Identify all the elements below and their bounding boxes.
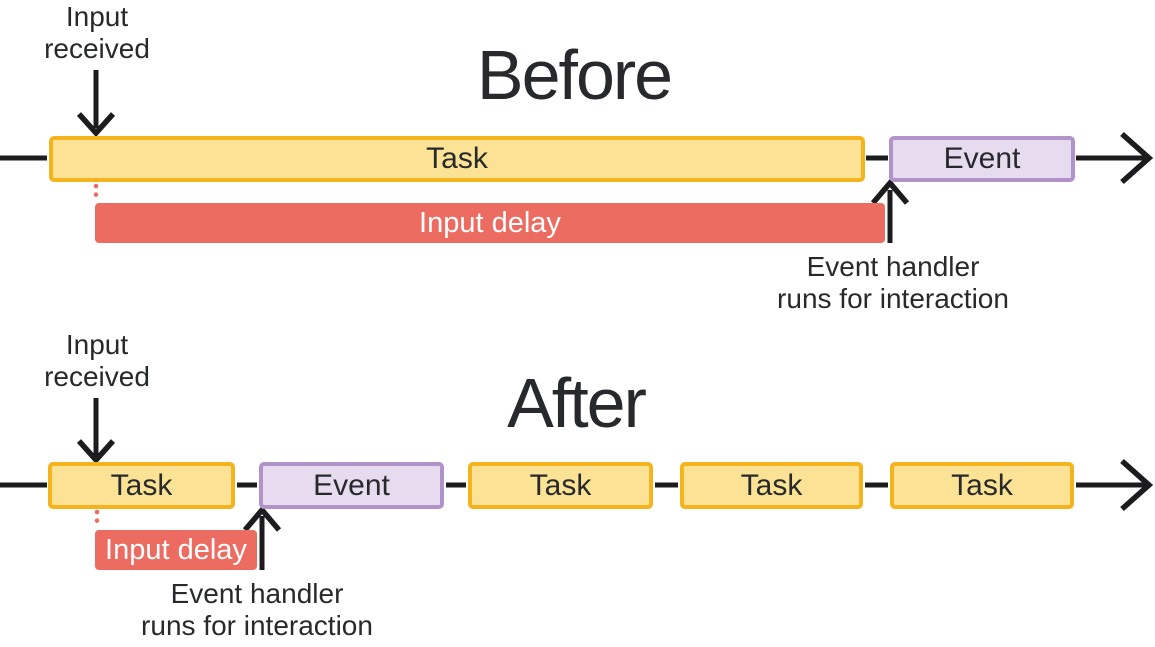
before-event-bar: Event: [889, 136, 1075, 182]
after-title: After: [507, 364, 647, 442]
before-handler-arrow-up-icon: [870, 178, 910, 205]
after-input-received-line2: received: [44, 361, 150, 392]
after-event-handler-label: Event handler runs for interaction: [141, 578, 373, 642]
after-task-bar-4: Task: [890, 462, 1074, 509]
after-handler-arrow-up-icon: [242, 505, 282, 532]
after-input-delay-bar: Input delay: [95, 530, 257, 570]
before-timeline-arrowhead-icon: [1120, 131, 1154, 185]
after-task-label-2: Task: [529, 468, 592, 502]
after-event-bar: Event: [259, 462, 444, 509]
before-input-delay-label: Input delay: [419, 206, 561, 239]
before-event-handler-line2: runs for interaction: [777, 283, 1009, 314]
after-task-bar-3: Task: [680, 462, 863, 509]
after-input-received-label: Input received: [44, 329, 150, 393]
after-task-label-4: Task: [951, 468, 1013, 502]
before-title: Before: [476, 36, 673, 114]
before-input-arrow-down-icon: [76, 112, 116, 138]
after-task-label-3: Task: [740, 468, 803, 502]
after-input-received-line1: Input: [65, 329, 129, 360]
after-task-bar-1: Task: [48, 462, 235, 509]
after-input-arrow-down-icon: [76, 439, 116, 465]
after-task-bar-2: Task: [468, 462, 653, 509]
after-event-label: Event: [313, 468, 390, 502]
before-task-bar: Task: [49, 136, 865, 182]
after-timeline-arrowhead-icon: [1120, 458, 1154, 512]
after-input-delay-label: Input delay: [105, 533, 247, 566]
after-event-handler-line2: runs for interaction: [141, 610, 373, 641]
before-task-label: Task: [426, 142, 488, 175]
after-event-handler-line1: Event handler: [170, 578, 344, 609]
before-event-label: Event: [943, 142, 1021, 175]
before-input-received-line2: received: [44, 33, 150, 64]
before-input-received-label: Input received: [44, 1, 150, 65]
after-task-label-1: Task: [110, 468, 173, 502]
before-event-handler-line1: Event handler: [806, 251, 980, 282]
before-input-received-line1: Input: [65, 1, 129, 32]
before-event-handler-label: Event handler runs for interaction: [777, 251, 1009, 315]
before-input-delay-bar: Input delay: [95, 203, 885, 243]
